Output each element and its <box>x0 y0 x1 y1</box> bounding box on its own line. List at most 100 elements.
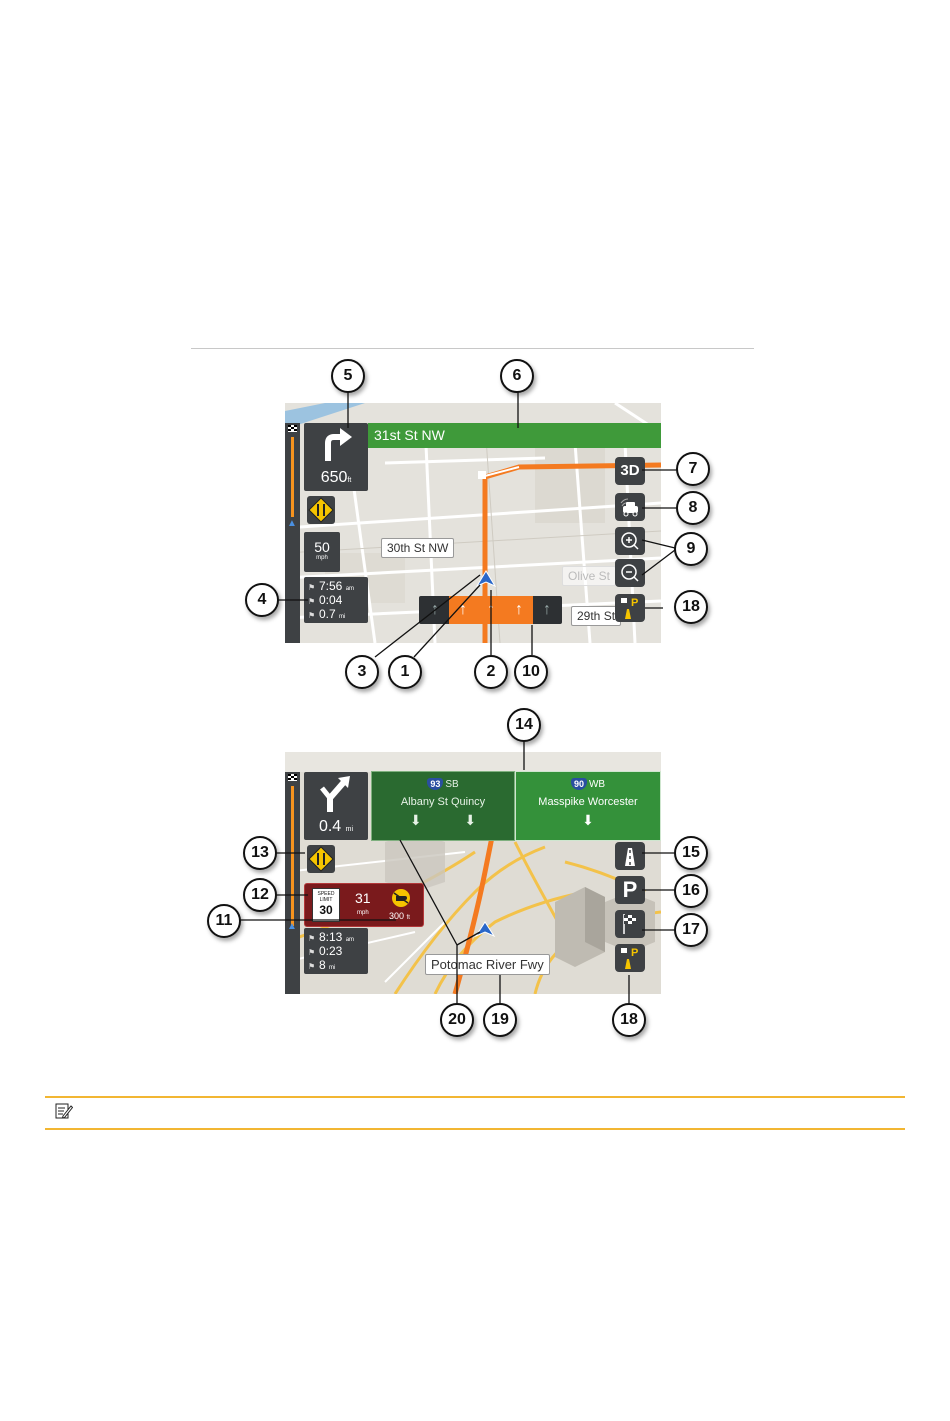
street-label: 29th St <box>571 606 621 626</box>
lane-straight-arrow-icon: ↑ <box>505 596 533 624</box>
signpost-right: 90WB Masspike Worcester ⬇ <box>515 771 661 841</box>
callout-13: 13 <box>243 836 277 870</box>
speed-limit-value: 30 <box>313 903 339 917</box>
note-rule-bottom <box>45 1128 905 1130</box>
callout-1: 1 <box>388 655 422 689</box>
parking-button[interactable]: P <box>615 876 645 904</box>
callout-2: 2 <box>474 655 508 689</box>
signpost-destinations: Albany St Quincy <box>372 796 514 808</box>
callout-12: 12 <box>243 878 277 912</box>
road-narrows-icon <box>307 496 335 524</box>
traffic-car-icon <box>615 493 645 521</box>
signpost-destinations: Masspike Worcester <box>516 796 660 808</box>
position-marker-icon: ▲ <box>287 519 297 529</box>
remaining-distance-row: ⚑8 mi <box>308 958 368 972</box>
checkered-flag-icon <box>288 774 297 781</box>
lane-merge-warning <box>307 845 335 873</box>
callout-14: 14 <box>507 708 541 742</box>
highway-services-button[interactable] <box>615 842 645 870</box>
interstate-shield-icon: 93 <box>427 778 443 790</box>
lane-straight-arrow-icon: ↑ <box>477 596 505 624</box>
eta-row: ⚑8:13 am <box>308 930 368 944</box>
callout-17: 17 <box>674 913 708 947</box>
callout-8: 8 <box>676 491 710 525</box>
zoom-in-icon <box>615 527 645 555</box>
street-label: 30th St NW <box>381 538 454 558</box>
places-menu-button[interactable]: P <box>615 944 645 972</box>
eta-row: ⚑7:56 am <box>308 579 368 593</box>
lane-straight-arrow-icon: ↑ <box>421 596 449 624</box>
remaining-time-row: ⚑0:04 <box>308 593 368 607</box>
svg-text:P: P <box>631 597 638 609</box>
zoom-in-button[interactable] <box>615 527 645 555</box>
callout-6: 6 <box>500 359 534 393</box>
view-mode-3d-button[interactable]: 3D <box>615 457 645 485</box>
turn-distance: 650ft <box>304 469 368 487</box>
note-pencil-icon <box>55 1102 73 1120</box>
callout-3: 3 <box>345 655 379 689</box>
callout-5: 5 <box>331 359 365 393</box>
speed-camera-icon <box>391 888 411 908</box>
next-street-banner: 31st St NW <box>368 423 661 448</box>
callout-7: 7 <box>676 452 710 486</box>
callout-10: 10 <box>514 655 548 689</box>
down-arrow-icon: ⬇ <box>516 812 660 829</box>
lane-guidance: ↑ ↑ ↑ ↑ ↑ <box>419 596 562 624</box>
parking-icon: P <box>623 877 638 902</box>
current-speed-unit: mph <box>304 555 340 561</box>
destination-button[interactable] <box>615 910 645 938</box>
current-speed-value: 31 <box>355 890 371 906</box>
callout-9: 9 <box>674 532 708 566</box>
lane-straight-arrow-icon: ↑ <box>533 596 561 624</box>
street-label: Olive St <box>562 566 616 586</box>
svg-text:P: P <box>631 947 638 959</box>
current-speed-unit: mph <box>357 910 369 916</box>
callout-18: 18 <box>674 590 708 624</box>
places-menu-button[interactable]: P <box>615 594 645 622</box>
trip-data-panel[interactable]: ⚑8:13 am ⚑0:23 ⚑8 mi <box>304 928 368 974</box>
navigation-map-2d[interactable]: ▲ 650ft 31st St NW 50 mph ⚑7:56 am ⚑0:04… <box>285 403 661 643</box>
callout-18: 18 <box>612 1003 646 1037</box>
next-turn-panel[interactable]: 0.4 mi <box>304 772 368 840</box>
speed-limit-heading: SPEED LIMIT <box>313 891 339 903</box>
zoom-out-icon <box>615 559 645 587</box>
callout-16: 16 <box>674 874 708 908</box>
keep-right-arrow-icon <box>318 774 354 814</box>
lane-straight-arrow-icon: ↑ <box>449 596 477 624</box>
speed-warning-panel: SPEED LIMIT 30 31 mph 300 ft <box>304 883 424 927</box>
current-speed-value: 50 <box>304 539 340 555</box>
top-divider <box>191 348 754 349</box>
checkered-flag-icon <box>615 910 645 938</box>
lane-merge-warning <box>307 496 335 524</box>
callout-20: 20 <box>440 1003 474 1037</box>
current-street-label: Potomac River Fwy <box>425 954 550 975</box>
down-arrow-icon: ⬇ ⬇ <box>372 812 514 829</box>
route-progress-fill <box>291 437 294 517</box>
callout-4: 4 <box>245 583 279 617</box>
note-rule-top <box>45 1096 905 1098</box>
trip-data-panel[interactable]: ⚑7:56 am ⚑0:04 ⚑0.7 mi <box>304 577 368 623</box>
current-speed-panel: 50 mph <box>304 532 340 572</box>
route-progress-fill <box>291 786 294 926</box>
callout-19: 19 <box>483 1003 517 1037</box>
highway-road-icon <box>615 842 645 870</box>
checkered-flag-icon <box>288 425 297 432</box>
turn-distance: 0.4 mi <box>304 818 368 836</box>
next-turn-panel[interactable]: 650ft <box>304 423 368 491</box>
traffic-button[interactable] <box>615 493 645 521</box>
remaining-time-row: ⚑0:23 <box>308 944 368 958</box>
callout-11: 11 <box>207 904 241 938</box>
position-marker-icon: ▲ <box>287 922 297 932</box>
road-narrows-icon <box>307 845 335 873</box>
zoom-out-button[interactable] <box>615 559 645 587</box>
remaining-distance-row: ⚑0.7 mi <box>308 607 368 621</box>
places-parking-fuel-icon: P <box>615 944 645 972</box>
places-parking-fuel-icon: P <box>615 594 645 622</box>
route-progress-bar: ▲ <box>285 772 300 994</box>
distance-flag-icon: ⚑ <box>308 609 319 623</box>
